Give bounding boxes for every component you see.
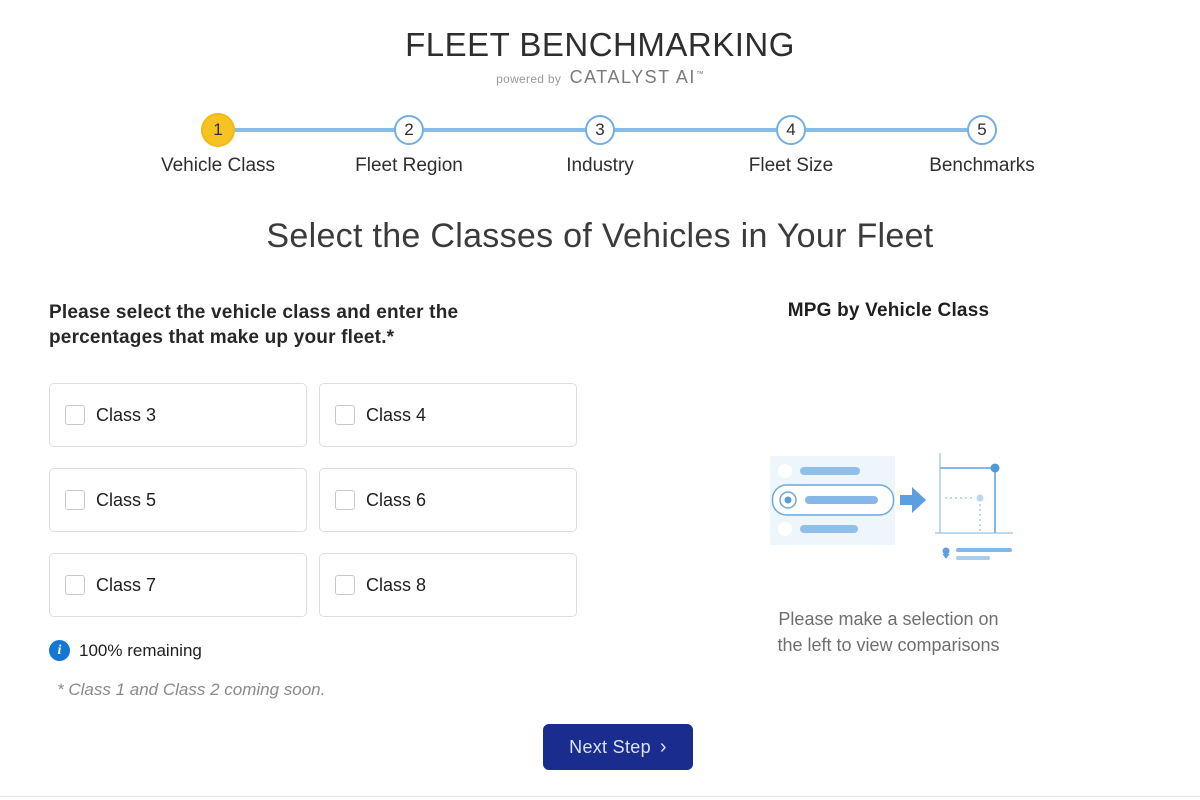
chevron-right-icon: › — [659, 735, 667, 758]
next-step-button[interactable]: Next Step › — [543, 724, 693, 771]
step-4-indicator: 4 — [776, 115, 806, 145]
step-2-fleet-region: 2 Fleet Region — [314, 112, 505, 177]
class-7-checkbox[interactable] — [65, 575, 85, 596]
class-4-label: Class 4 — [366, 404, 427, 425]
arrow-right-icon — [899, 487, 926, 513]
trademark-symbol: ™ — [695, 69, 704, 79]
percentage-remaining-row: i 100% remaining — [49, 640, 577, 662]
class-4-card[interactable]: Class 4 — [319, 383, 577, 448]
step-1-label: Vehicle Class — [160, 155, 276, 176]
form-instruction: Please select the vehicle class and ente… — [49, 302, 459, 349]
class-6-label: Class 6 — [366, 489, 427, 510]
placeholder-line-2: the left to view comparisons — [777, 635, 1000, 656]
app-header: FLEET BENCHMARKING powered by CATALYST A… — [0, 0, 1200, 88]
comparison-heading: MPG by Vehicle Class — [787, 300, 990, 321]
step-1-indicator: 1 — [201, 113, 235, 147]
step-2-label: Fleet Region — [355, 155, 463, 176]
footer-actions: Next Step › — [0, 724, 1200, 771]
step-3-industry: 3 Industry — [505, 112, 696, 177]
placeholder-line-1: Please make a selection on — [778, 609, 999, 629]
coming-soon-footnote: * Class 1 and Class 2 coming soon. — [57, 680, 326, 700]
progress-stepper: 1 Vehicle Class 2 Fleet Region 3 Industr… — [123, 112, 1078, 177]
app-title: FLEET BENCHMARKING — [405, 26, 795, 63]
class-8-checkbox[interactable] — [335, 575, 355, 596]
info-icon: i — [49, 640, 70, 662]
remaining-text: 100% remaining — [79, 640, 202, 660]
brand-name: CATALYST AI — [569, 67, 696, 87]
class-3-checkbox[interactable] — [65, 405, 85, 426]
next-step-label: Next Step — [569, 736, 651, 757]
main-content: Please select the vehicle class and ente… — [0, 300, 1200, 700]
class-5-label: Class 5 — [96, 489, 157, 510]
class-5-card[interactable]: Class 5 — [49, 468, 307, 533]
class-4-checkbox[interactable] — [335, 405, 355, 426]
step-5-indicator: 5 — [967, 115, 997, 145]
vehicle-class-form: Please select the vehicle class and ente… — [49, 300, 577, 700]
mini-scatter-chart — [934, 453, 1013, 534]
selection-to-chart-illustration — [769, 453, 1013, 560]
step-2-indicator: 2 — [394, 115, 424, 145]
class-3-card[interactable]: Class 3 — [49, 383, 307, 448]
class-checkbox-grid: Class 3 Class 4 Class 5 Class 6 Class 7 … — [49, 383, 577, 618]
step-5-label: Benchmarks — [929, 155, 1035, 176]
class-7-label: Class 7 — [96, 574, 157, 595]
class-5-checkbox[interactable] — [65, 490, 85, 511]
mini-legend — [942, 547, 1012, 560]
powered-by-text: powered by — [496, 72, 562, 86]
class-6-card[interactable]: Class 6 — [319, 468, 577, 533]
class-7-card[interactable]: Class 7 — [49, 553, 307, 618]
class-6-checkbox[interactable] — [335, 490, 355, 511]
class-3-label: Class 3 — [96, 404, 157, 425]
step-5-benchmarks: 5 Benchmarks — [887, 112, 1078, 177]
class-8-card[interactable]: Class 8 — [319, 553, 577, 618]
step-3-indicator: 3 — [585, 115, 615, 145]
step-1-vehicle-class: 1 Vehicle Class — [123, 112, 314, 177]
step-4-label: Fleet Size — [748, 155, 834, 176]
step-3-label: Industry — [566, 155, 634, 176]
comparison-panel: MPG by Vehicle Class — [577, 300, 1200, 700]
page-title: Select the Classes of Vehicles in Your F… — [266, 217, 934, 255]
class-8-label: Class 8 — [366, 574, 427, 595]
bottom-divider — [0, 796, 1200, 797]
selection-placeholder-message: Please make a selection on the left to v… — [777, 606, 999, 658]
step-4-fleet-size: 4 Fleet Size — [696, 112, 887, 177]
powered-by-line: powered by CATALYST AI™ — [0, 67, 1200, 88]
selection-list-panel — [769, 456, 895, 545]
